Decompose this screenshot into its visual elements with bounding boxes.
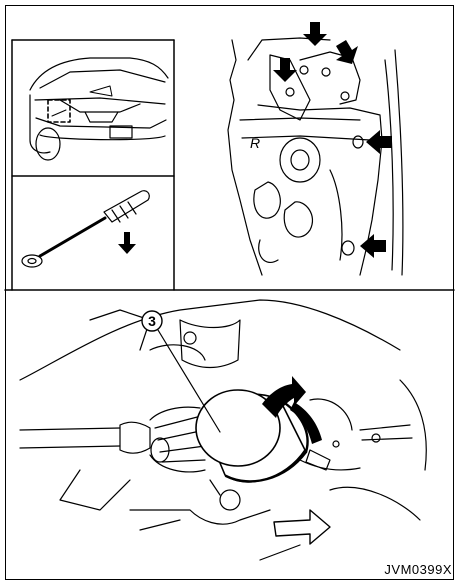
vehicle-front-illustration bbox=[30, 58, 168, 160]
direction-arrow-icon bbox=[274, 510, 330, 544]
screwdriver-tool-illustration bbox=[22, 191, 149, 267]
oil-filter-illustration bbox=[196, 390, 308, 482]
bracket-illustration bbox=[228, 38, 403, 275]
arrow-icon bbox=[360, 234, 386, 258]
figure-code: JVM0399X bbox=[384, 562, 452, 577]
panel-letter-label: R bbox=[250, 135, 260, 151]
down-arrow-icon bbox=[118, 232, 136, 254]
arrow-icon bbox=[303, 22, 327, 46]
callout-number: 3 bbox=[148, 313, 156, 329]
arrow-icon bbox=[273, 58, 297, 82]
arrow-icon bbox=[336, 40, 358, 64]
arrow-icon bbox=[366, 130, 392, 154]
